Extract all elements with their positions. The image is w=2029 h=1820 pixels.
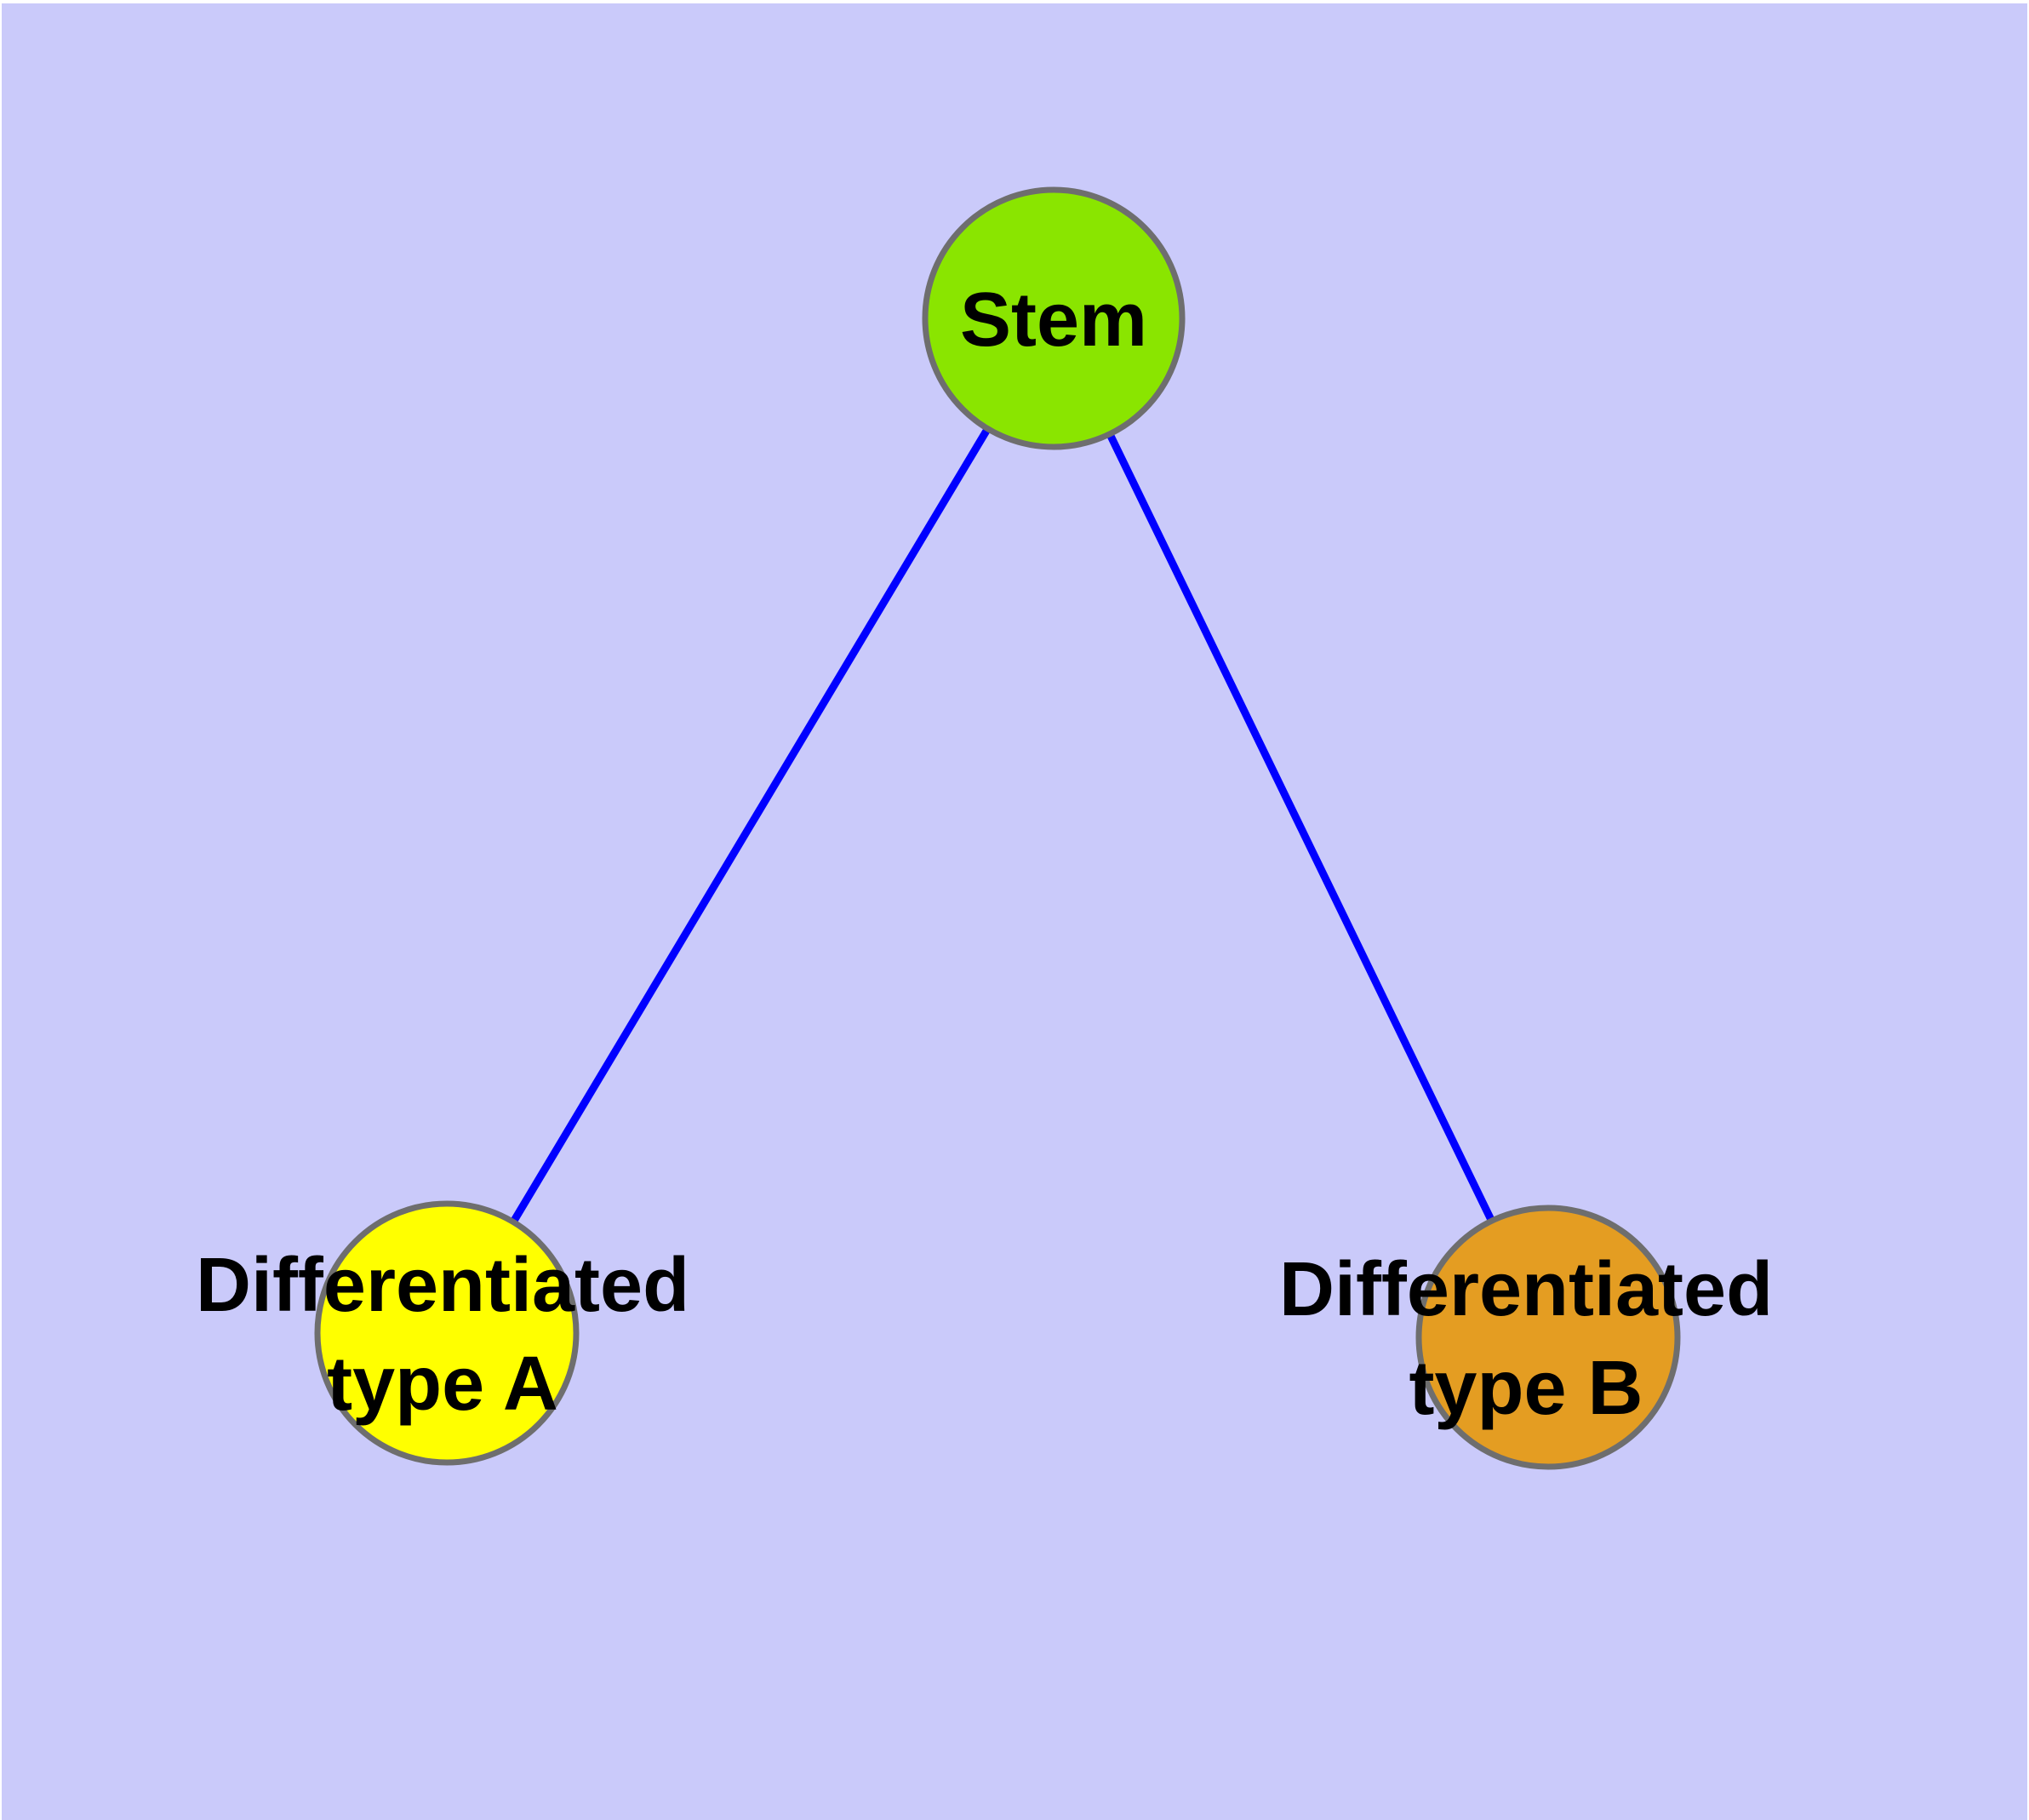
node-label-type-a-line2: type A	[327, 1342, 558, 1427]
node-label-type-a-line1: Differentiated	[195, 1243, 690, 1328]
node-label-type-b-line1: Differentiated	[1278, 1247, 1774, 1332]
node-label-type-b-line2: type B	[1409, 1346, 1643, 1431]
node-label-stem: Stem	[959, 278, 1148, 363]
node-type-b-circle	[1415, 1205, 1681, 1470]
edge-stem-to-type-a	[443, 316, 1057, 1336]
edge-stem-to-type-b	[1049, 317, 1552, 1339]
node-label-type-a: Differentiated type A	[196, 1236, 689, 1434]
node-label-type-b: Differentiated type B	[1279, 1240, 1773, 1438]
node-type-a-circle	[314, 1200, 580, 1466]
node-stem-circle	[922, 186, 1186, 450]
